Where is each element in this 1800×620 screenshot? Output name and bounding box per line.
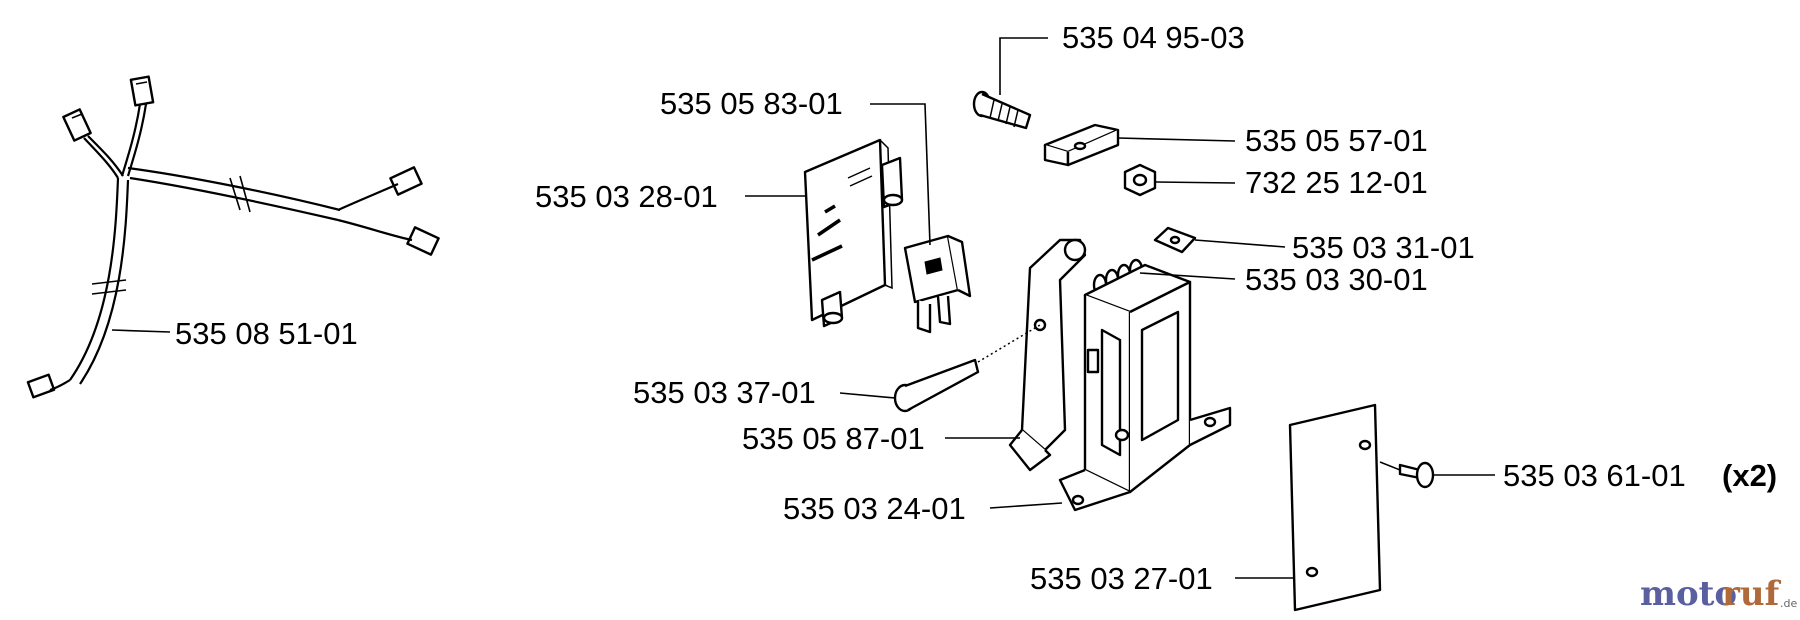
top-screw-part [972, 90, 1032, 130]
washer-plate-part [1153, 226, 1197, 254]
label-side-screw-qty: (x2) [1722, 458, 1777, 493]
micro-switch-part [903, 234, 972, 334]
plate-part [803, 138, 904, 328]
label-cover: 535 03 27-01 [1030, 561, 1213, 596]
label-washer-plate: 535 03 31-01 [1292, 230, 1475, 265]
wiring-harness [26, 75, 440, 399]
watermark-logo: moto ruf .de [1640, 574, 1797, 614]
harness-connector-4 [406, 226, 440, 256]
label-side-screw: 535 03 61-01 [1503, 458, 1686, 493]
label-lever: 535 05 87-01 [742, 421, 925, 456]
cover-plate-part [1288, 403, 1382, 612]
bracket-part [1043, 123, 1120, 167]
harness-connector-5 [26, 373, 56, 399]
label-plate: 535 03 28-01 [535, 179, 718, 214]
leader-lines [111, 37, 1495, 579]
lever-part [1008, 238, 1087, 472]
harness-connector-2 [129, 75, 155, 107]
label-switch: 535 05 83-01 [660, 86, 843, 121]
label-harness: 535 08 51-01 [175, 316, 358, 351]
pin-part [893, 324, 1041, 413]
side-screw-part [1379, 461, 1435, 489]
label-housing: 535 03 24-01 [783, 491, 966, 526]
label-spring: 535 03 30-01 [1245, 262, 1428, 297]
harness-break-mark-2 [91, 279, 127, 285]
housing-part [1058, 263, 1232, 512]
harness-break-mark-1 [229, 177, 241, 211]
watermark-suffix: .de [1780, 597, 1797, 610]
label-pin: 535 03 37-01 [633, 375, 816, 410]
label-top-screw: 535 04 95-03 [1062, 20, 1245, 55]
nut-part [1123, 163, 1157, 197]
label-bracket: 535 05 57-01 [1245, 123, 1428, 158]
harness-connector-3 [389, 166, 423, 196]
watermark-part1: moto [1640, 574, 1737, 614]
harness-connector-1 [62, 108, 92, 142]
watermark-part2: ruf [1722, 574, 1782, 614]
label-nut: 732 25 12-01 [1245, 165, 1428, 200]
